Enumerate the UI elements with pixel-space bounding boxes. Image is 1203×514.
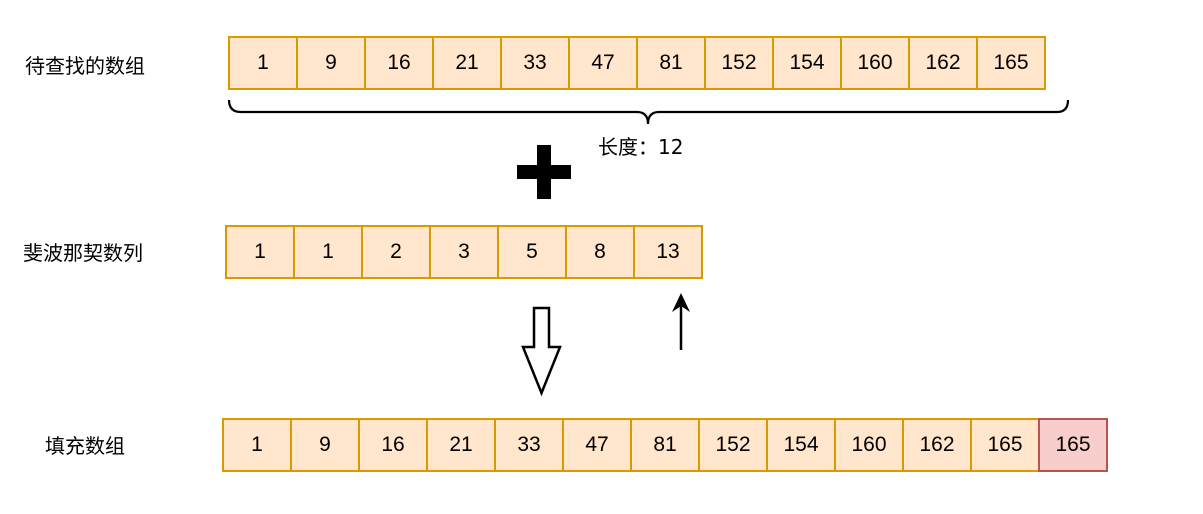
filled-array-cell: 9 — [290, 418, 360, 472]
plus-icon — [517, 145, 571, 199]
fibonacci-cell: 3 — [429, 225, 499, 279]
fibonacci-cell: 1 — [293, 225, 363, 279]
filled-array-cell: 33 — [494, 418, 564, 472]
filled-array-cell: 160 — [834, 418, 904, 472]
search-array-label: 待查找的数组 — [25, 54, 145, 78]
filled-array-cell: 81 — [630, 418, 700, 472]
search-array-cell: 154 — [772, 36, 842, 90]
filled-array-cell: 154 — [766, 418, 836, 472]
filled-array-cell: 21 — [426, 418, 496, 472]
search-array-cell: 165 — [976, 36, 1046, 90]
search-array-cell: 47 — [568, 36, 638, 90]
hollow-down-arrow-icon — [521, 306, 562, 397]
search-array-cell: 21 — [432, 36, 502, 90]
fibonacci-cell: 1 — [225, 225, 295, 279]
search-array-cell: 160 — [840, 36, 910, 90]
padding-cell: 165 — [1038, 418, 1108, 472]
filled-array-cell: 162 — [902, 418, 972, 472]
fibonacci-cell: 2 — [361, 225, 431, 279]
filled-array-cell: 165 — [970, 418, 1040, 472]
filled-array-cell: 152 — [698, 418, 768, 472]
fibonacci-cell: 8 — [565, 225, 635, 279]
fibonacci-cell: 13 — [633, 225, 703, 279]
search-array-cell: 152 — [704, 36, 774, 90]
search-array-cell: 9 — [296, 36, 366, 90]
search-array-cell: 162 — [908, 36, 978, 90]
filled-array-cell: 16 — [358, 418, 428, 472]
length-brace — [227, 99, 1070, 125]
filled-array-label: 填充数组 — [45, 434, 125, 458]
up-arrow-icon — [672, 293, 690, 350]
search-array-cell: 33 — [500, 36, 570, 90]
length-label: 长度：12 — [598, 135, 684, 159]
fibonacci-label: 斐波那契数列 — [23, 241, 143, 265]
